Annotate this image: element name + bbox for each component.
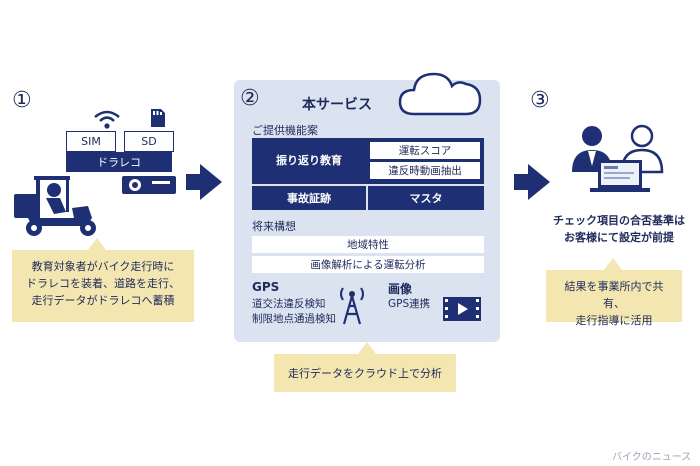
master-label: マスタ bbox=[409, 192, 443, 205]
driving-score-cell: 運転スコア bbox=[370, 142, 480, 159]
gps-title: GPS bbox=[252, 280, 280, 294]
gps-line-1: 道交法違反検知 bbox=[252, 298, 326, 310]
callout-2: 走行データをクラウド上で分析 bbox=[274, 354, 456, 392]
video-icon bbox=[443, 297, 481, 321]
step-3-number: ③ bbox=[530, 88, 550, 113]
review-education-label: 振り返り教育 bbox=[276, 154, 342, 167]
criteria-caption: チェック項目の合否基準は お客様にて設定が前提 bbox=[544, 212, 694, 246]
feature-divider-h bbox=[252, 184, 484, 186]
criteria-caption-line-2: お客様にて設定が前提 bbox=[564, 231, 674, 244]
callout-1: 教育対象者がバイク走行時に ドラレコを装着、道路を走行、 走行データがドラレコへ… bbox=[12, 250, 194, 322]
provided-features-label: ご提供機能案 bbox=[252, 124, 318, 137]
dashcam-label: ドラレコ bbox=[66, 152, 172, 172]
step-2-number: ② bbox=[240, 86, 260, 111]
sim-chip: SIM bbox=[66, 131, 116, 152]
callout-3-line-2: 走行指導に活用 bbox=[575, 314, 653, 327]
callout-3-pointer bbox=[604, 258, 622, 270]
callout-1-line-1: 教育対象者がバイク走行時に bbox=[31, 260, 175, 273]
accident-proof-label: 事故証跡 bbox=[287, 192, 331, 205]
watermark: バイクのニュース bbox=[612, 452, 692, 463]
image-analysis-cell: 画像解析による運転分析 bbox=[252, 256, 484, 273]
callout-1-pointer bbox=[88, 238, 106, 250]
arrow-2 bbox=[528, 164, 550, 200]
step-1-number: ① bbox=[12, 88, 32, 113]
regional-characteristics-cell: 地域特性 bbox=[252, 236, 484, 253]
arrow-2-stem bbox=[514, 174, 528, 190]
service-title: 本サービス bbox=[302, 97, 372, 113]
feature-divider-v bbox=[366, 186, 368, 210]
callout-3-line-1: 結果を事業所内で共有、 bbox=[564, 280, 664, 310]
criteria-caption-line-1: チェック項目の合否基準は bbox=[553, 214, 685, 227]
image-gps-line: GPS連携 bbox=[388, 298, 431, 310]
dashcam-icon bbox=[122, 176, 176, 194]
callout-1-line-2: ドラレコを装着、道路を走行、 bbox=[26, 277, 180, 290]
sd-card-icon bbox=[151, 109, 165, 127]
antenna-tower-icon bbox=[340, 287, 364, 325]
cloud-icon bbox=[398, 72, 482, 116]
scooter-rider-icon bbox=[14, 176, 96, 236]
arrow-1 bbox=[200, 164, 222, 200]
violation-video-cell: 違反時動画抽出 bbox=[370, 162, 480, 179]
sd-chip: SD bbox=[124, 131, 174, 152]
callout-3: 結果を事業所内で共有、 走行指導に活用 bbox=[546, 270, 682, 327]
callout-2-pointer bbox=[358, 342, 376, 354]
future-concept-label: 将来構想 bbox=[252, 220, 296, 233]
office-workers-icon bbox=[572, 124, 664, 192]
gps-line-2: 制限地点通過検知 bbox=[252, 313, 336, 325]
image-title: 画像 bbox=[388, 282, 413, 296]
callout-1-line-3: 走行データがドラレコへ蓄積 bbox=[31, 294, 175, 307]
arrow-1-stem bbox=[186, 174, 200, 190]
wifi-icon bbox=[94, 110, 120, 129]
